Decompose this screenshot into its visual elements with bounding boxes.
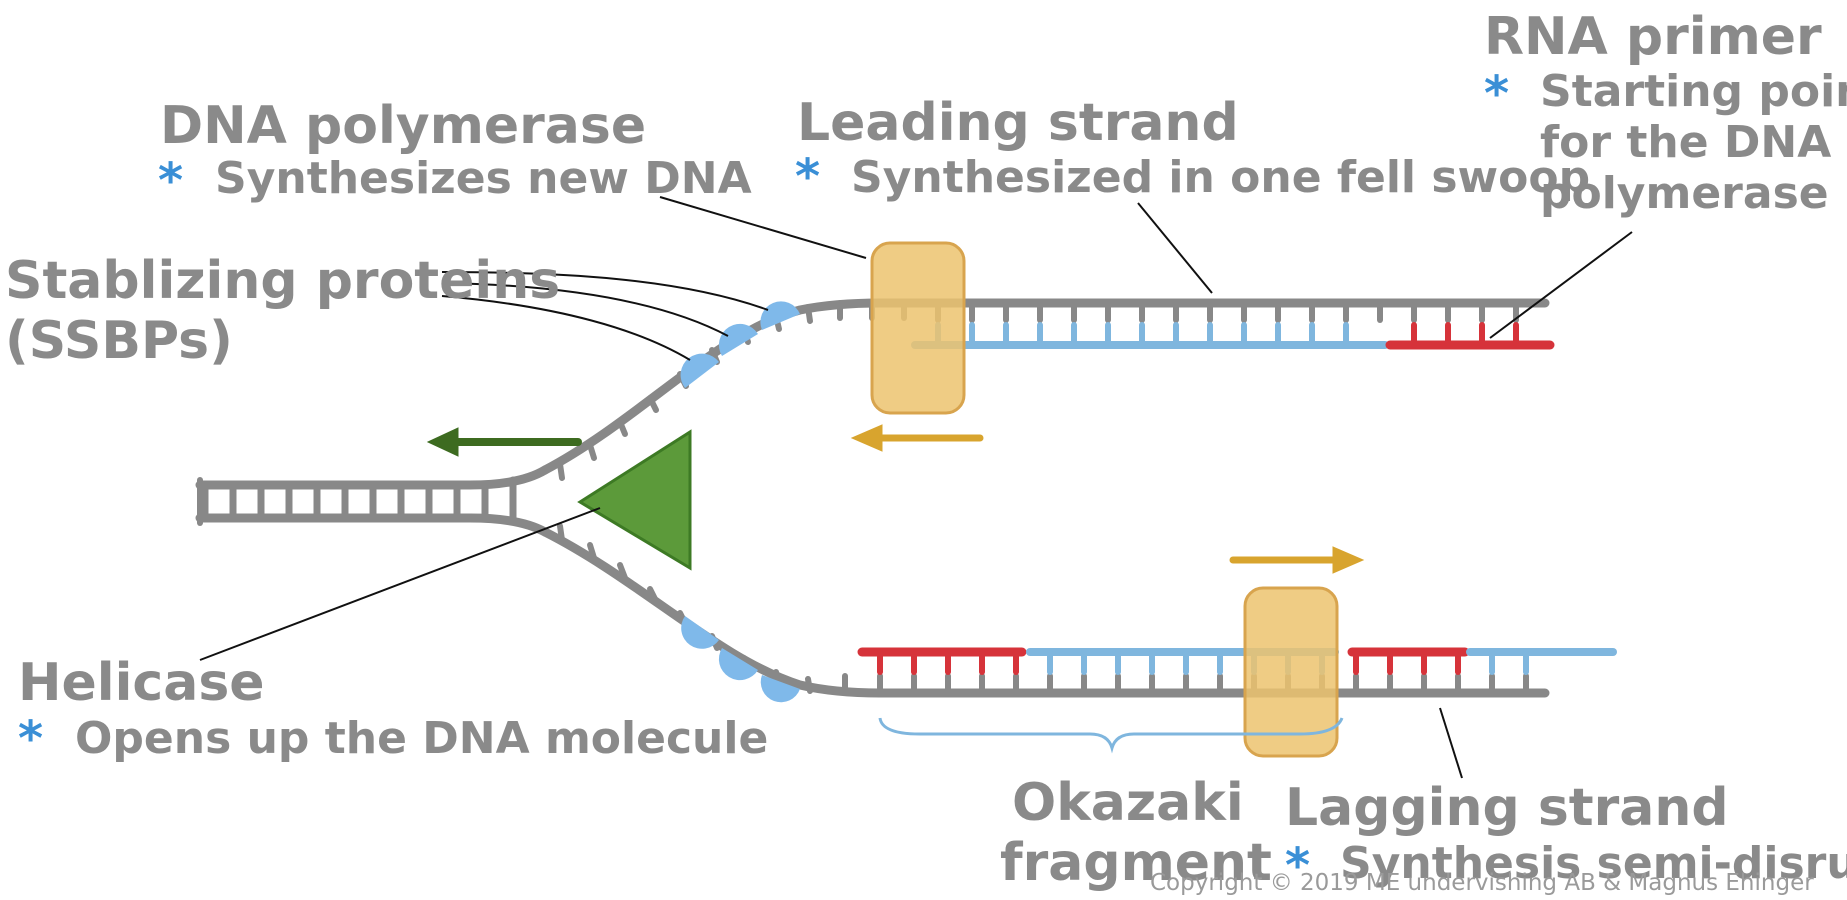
lagging-strand-desc: Synthesis semi-disrupted: [1340, 838, 1847, 889]
okazaki-line1: Okazaki: [1012, 773, 1244, 833]
copyright-text: Copyright © 2019 ME undervishing AB & Ma…: [1150, 870, 1814, 896]
dna-polymerase-desc: Synthesizes new DNA: [215, 153, 752, 204]
ssbp-title-line2: (SSBPs): [5, 311, 233, 371]
lagging-polymerase-direction-arrow: [1229, 546, 1365, 574]
lagging-strand-title: Lagging strand: [1285, 778, 1729, 838]
rna-primer-bullet: *: [1484, 66, 1509, 122]
rna-primer-title: RNA primer: [1484, 7, 1822, 67]
leading-strand-title: Leading strand: [797, 93, 1239, 153]
leading-rna-primer: [1385, 322, 1555, 350]
rna-primer-desc-line1: Starting point: [1540, 66, 1847, 117]
ssbp-title-line1: Stablizing proteins: [5, 251, 560, 311]
polymerase-leading: [870, 241, 966, 415]
leader-lines: [199, 196, 1633, 779]
leading-new-strand: [911, 322, 1389, 349]
rna-primer-desc-line2: for the DNA: [1540, 117, 1831, 168]
okazaki-brace: [878, 717, 1344, 754]
helicase-bullet: *: [18, 711, 43, 767]
dna-polymerase-title: DNA polymerase: [160, 96, 646, 156]
dna-polymerase-bullet: *: [158, 153, 183, 209]
lower-template-strand: [540, 523, 1550, 698]
leading-polymerase-direction-arrow: [850, 424, 984, 452]
helicase-desc: Opens up the DNA molecule: [75, 713, 768, 764]
polymerase-lagging: [1243, 586, 1339, 758]
rna-primer-desc-line3: polymerase: [1540, 168, 1829, 219]
leading-strand-bullet: *: [795, 149, 820, 205]
helicase-title: Helicase: [18, 653, 265, 713]
parental-dna-ladder: [195, 465, 550, 537]
ssbp-proteins: [680, 301, 800, 703]
helicase-shape: [577, 429, 692, 571]
lagging-strand-bullet: *: [1285, 838, 1310, 894]
upper-template-strand: [540, 298, 1550, 481]
okazaki-line2: fragment: [1000, 833, 1272, 893]
lagging-fragments: [857, 647, 1617, 675]
leading-strand-desc: Synthesized in one fell swoop: [851, 152, 1590, 203]
helicase-direction-arrow: [426, 427, 582, 457]
